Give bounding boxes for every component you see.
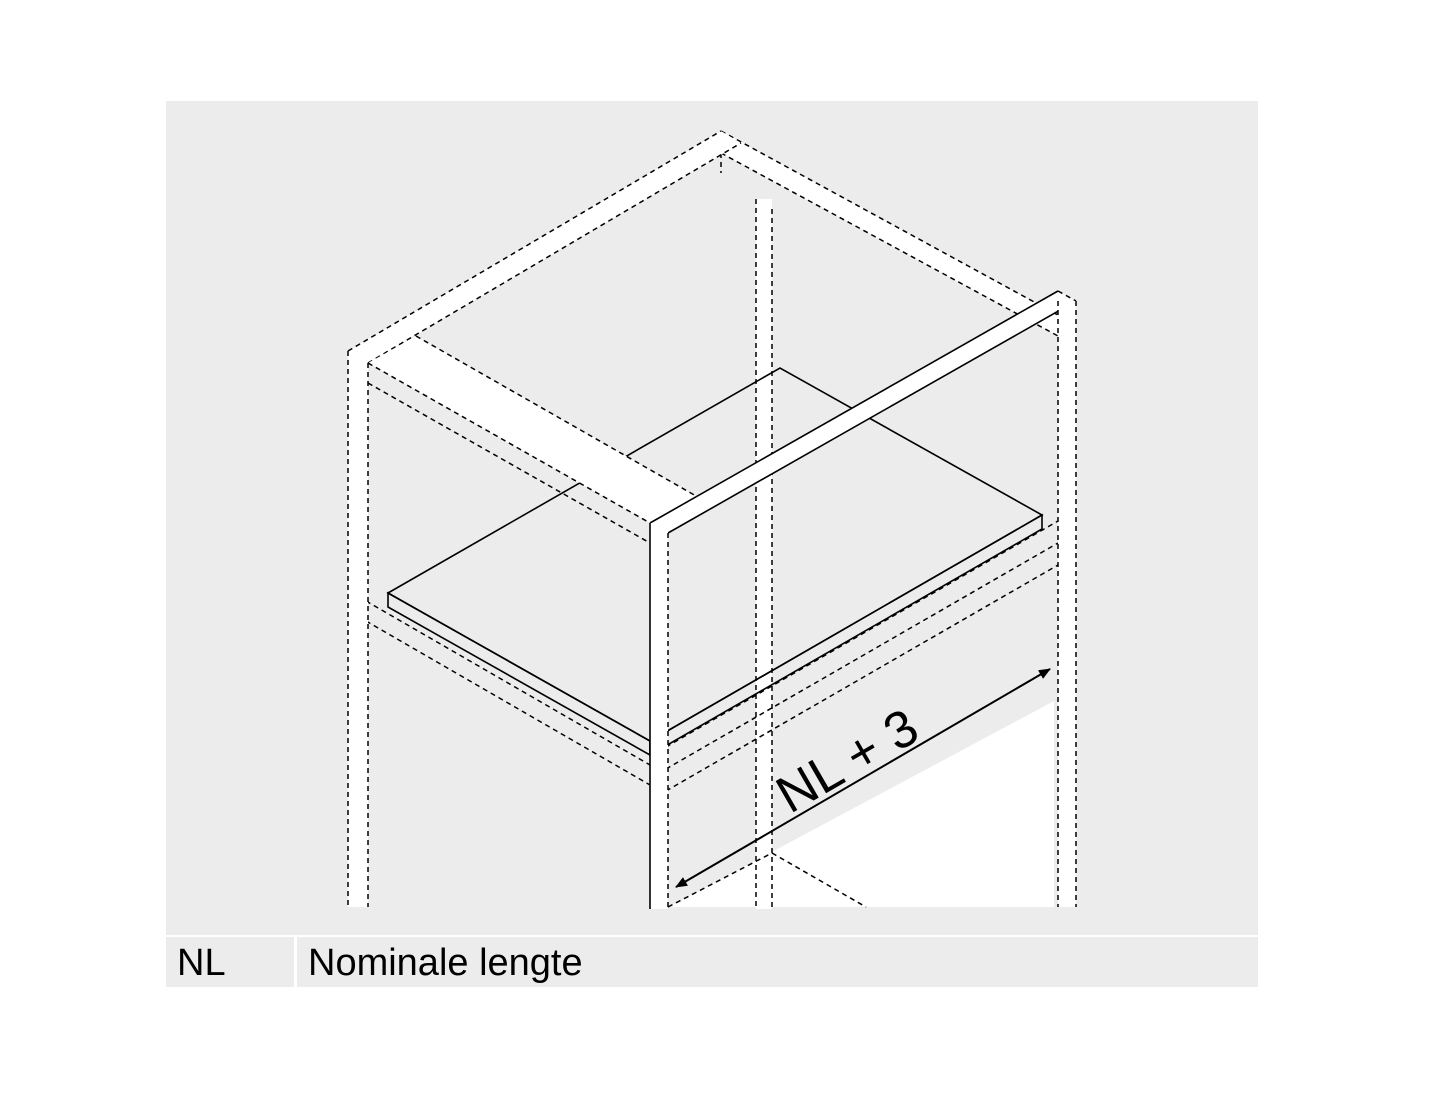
shelf-side-edge [649,513,1043,757]
figure-panel: NL + 3 [166,101,1258,935]
legend-divider [294,937,297,987]
shelf-front-edge [387,591,651,757]
legend-description: Nominale lengte [297,937,1258,987]
cabinet-shelf-diagram: NL + 3 [347,130,1077,909]
front-frame [649,290,1077,909]
left-frame [347,130,742,907]
legend-table: NL Nominale lengte [166,937,1258,987]
legend-key: NL [166,937,294,987]
top-left-rail [367,335,697,544]
right-upright [1057,301,1077,907]
shelf-supports [365,520,1059,792]
figure: NL + 3 NL Nominale lengte [166,101,1258,987]
dimension-arrow [675,668,1051,888]
